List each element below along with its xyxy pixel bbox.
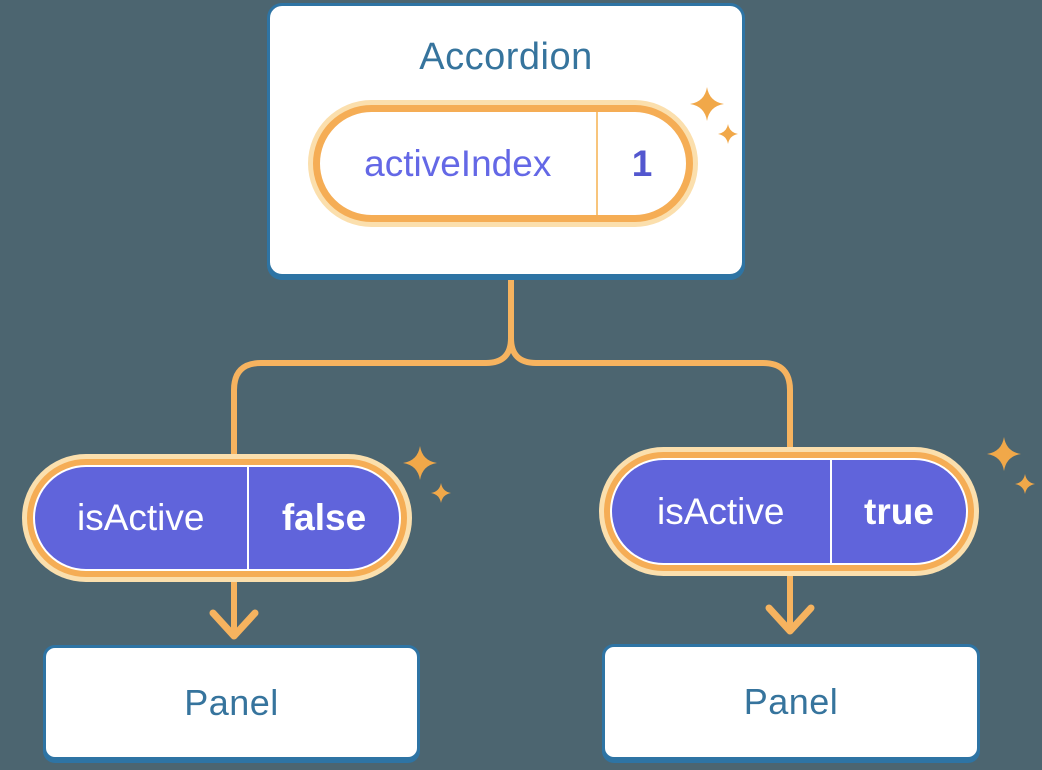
arrow-down-icon: [209, 609, 259, 640]
panel-title: Panel: [184, 681, 279, 723]
prop-name-label: isActive: [77, 497, 205, 538]
pill-divider: [246, 467, 249, 569]
arrow-down-icon: [765, 604, 815, 635]
sparkle-icon: [690, 87, 738, 144]
prop-pill-isactive-true: isActive true: [599, 447, 979, 576]
state-value: 1: [631, 142, 653, 184]
sparkle-icon: [987, 437, 1035, 494]
panel-component-box: Panel: [43, 645, 420, 760]
prop-pill-isactive-false: isActive false: [22, 454, 412, 582]
wire-left-branch: [231, 269, 514, 461]
state-pill: activeIndex 1: [308, 100, 698, 227]
pill-divider: [595, 112, 598, 215]
prop-value: true: [864, 490, 934, 532]
sparkle-icon: [403, 446, 451, 503]
accordion-title: Accordion: [419, 36, 593, 78]
wire-right-branch: [508, 269, 793, 454]
state-name-label: activeIndex: [364, 142, 552, 184]
panel-component-box: Panel: [602, 644, 980, 760]
prop-name-label: isActive: [657, 490, 785, 532]
panel-title: Panel: [743, 681, 839, 722]
pill-divider: [829, 460, 832, 563]
prop-value: false: [281, 497, 367, 538]
